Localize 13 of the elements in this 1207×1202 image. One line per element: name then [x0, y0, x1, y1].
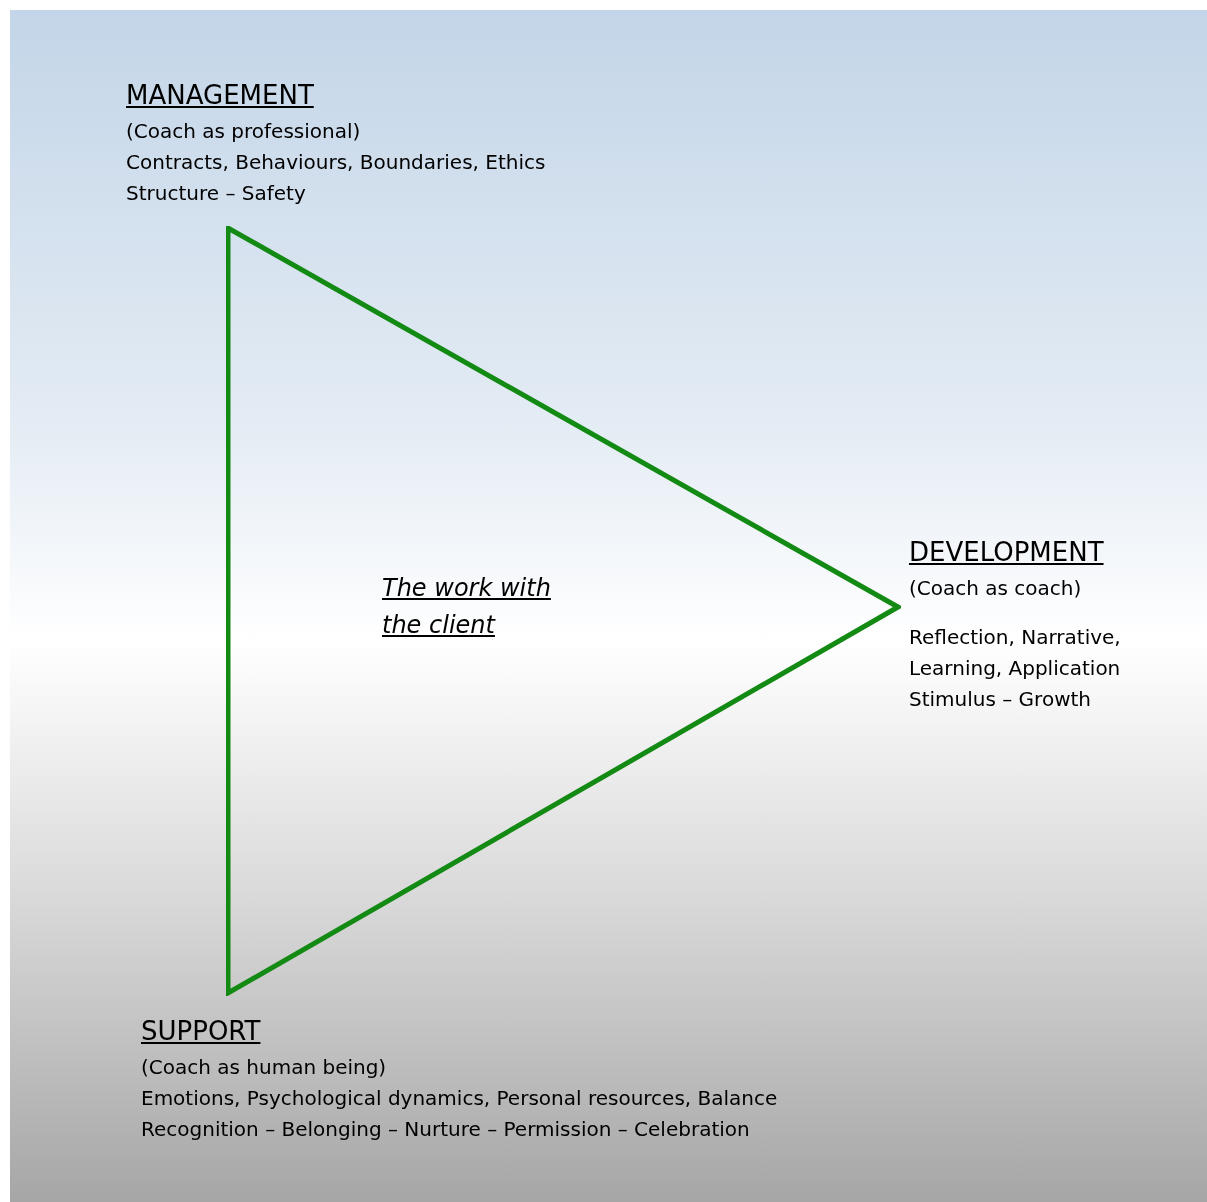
- body-text: Reflection, Narrative, Learning, Application: [909, 624, 1122, 682]
- body-text: Recognition – Belonging – Nurture – Permission – Celebration: [141, 1116, 750, 1143]
- center-text: The work with the client: [382, 573, 552, 641]
- body-text: Stimulus – Growth: [909, 686, 1091, 713]
- subtitle-text: (Coach as professional): [126, 118, 361, 145]
- body-text: Emotions, Psychological dynamics, Personal resources, Balance: [141, 1085, 778, 1112]
- body-text: Contracts, Behaviours, Boundaries, Ethics: [126, 149, 546, 176]
- section-heading: DEVELOPMENT: [909, 537, 1104, 568]
- subtitle-text: (Coach as human being): [141, 1054, 387, 1081]
- body-text: Structure – Safety: [126, 180, 306, 207]
- section-heading: MANAGEMENT: [126, 80, 314, 111]
- subtitle-text: (Coach as coach): [909, 575, 1082, 602]
- section-heading: SUPPORT: [141, 1016, 261, 1047]
